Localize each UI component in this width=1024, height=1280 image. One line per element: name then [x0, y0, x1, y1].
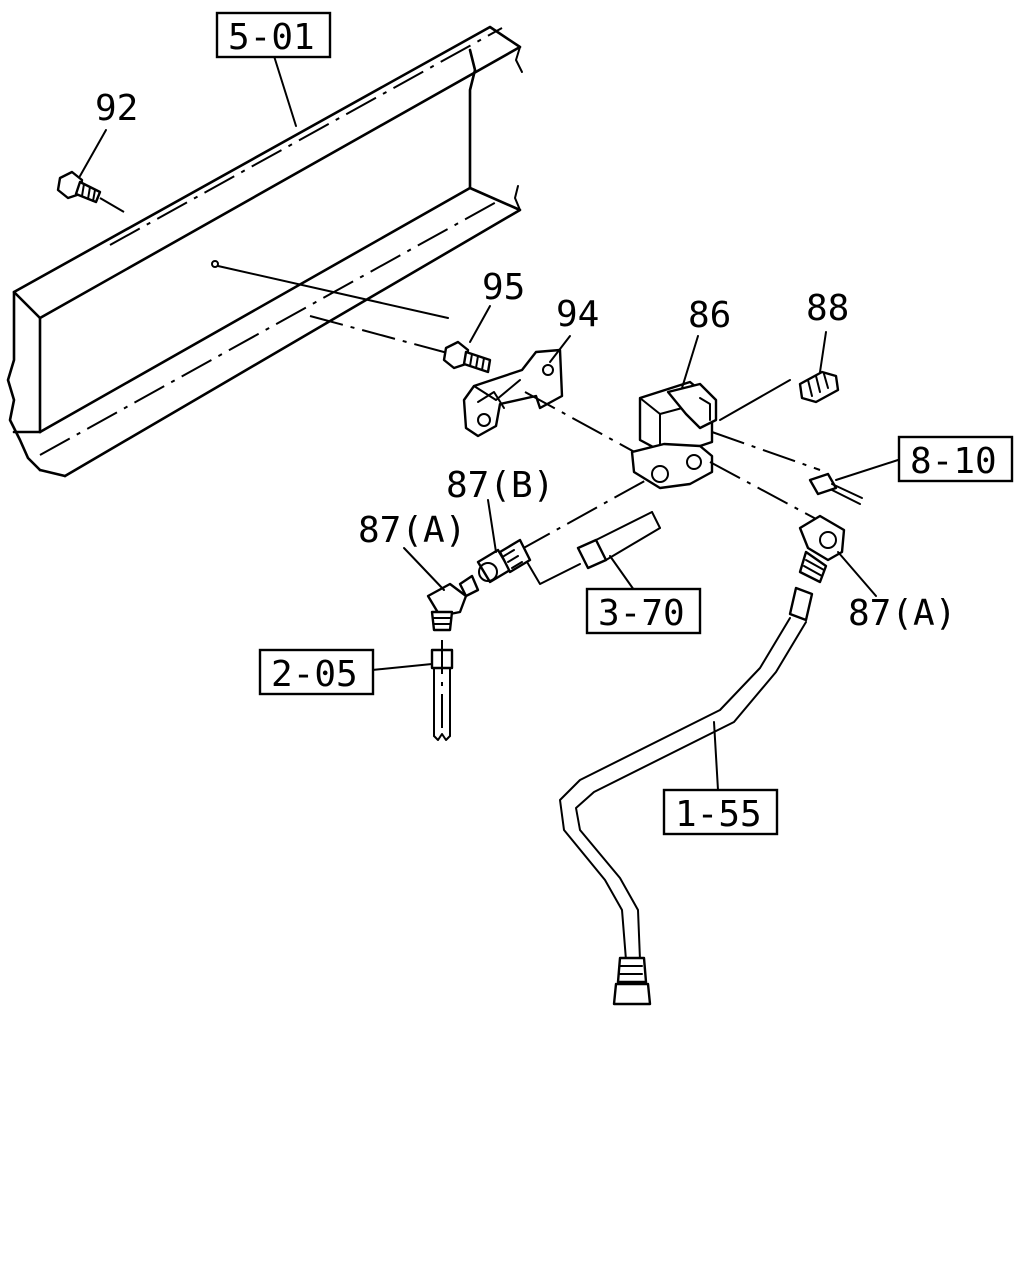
part-label-88: 88	[806, 288, 849, 329]
ref-3-70: 3-70	[598, 593, 685, 634]
rail-centerline	[109, 27, 503, 246]
part-label-92: 92	[95, 88, 138, 129]
cap-88	[798, 370, 840, 404]
bracket-94	[462, 348, 564, 438]
frame-rail	[6, 25, 523, 478]
elbow-87a-left	[426, 574, 480, 632]
bracket-centerline	[309, 315, 456, 356]
connector-8-10	[808, 472, 863, 505]
bolt-95	[442, 340, 492, 374]
hose-centerline	[519, 477, 651, 551]
ref-5-01: 5-01	[228, 17, 315, 58]
leader-lines	[79, 55, 899, 791]
pipe-2-05	[430, 640, 454, 741]
ref-1-55: 1-55	[675, 794, 762, 835]
part-label-87a-right: 87(A)	[848, 593, 956, 634]
bracket-leader	[217, 265, 449, 319]
valve-outlet-centerline	[709, 461, 819, 521]
valve-cap-leader	[719, 379, 791, 421]
elbow-87a-right	[798, 514, 846, 584]
valve-connector-centerline	[711, 431, 821, 471]
ref-box-3-70	[585, 587, 702, 635]
mount-hole	[211, 260, 219, 268]
bolt-92	[56, 170, 125, 213]
part-label-95: 95	[482, 267, 525, 308]
ref-box-1-55	[662, 788, 779, 836]
part-label-94: 94	[556, 294, 599, 335]
part-label-86: 86	[688, 295, 731, 336]
ref-8-10: 8-10	[910, 441, 997, 482]
rail-centerline-lower	[39, 199, 501, 456]
pipe-1-55	[559, 586, 814, 1006]
solenoid-valve-86	[630, 380, 718, 490]
hose-bracket-line	[519, 549, 581, 585]
part-label-87a-left: 87(A)	[358, 510, 466, 551]
fitting-87b	[476, 538, 532, 584]
ref-2-05: 2-05	[271, 654, 358, 695]
ref-box-5-01	[215, 11, 332, 59]
ref-box-2-05	[258, 648, 375, 696]
hose-3-70	[576, 511, 661, 570]
part-label-87b: 87(B)	[446, 465, 554, 506]
bracket-to-valve-centerline	[524, 391, 641, 456]
ref-box-8-10	[897, 435, 1014, 483]
